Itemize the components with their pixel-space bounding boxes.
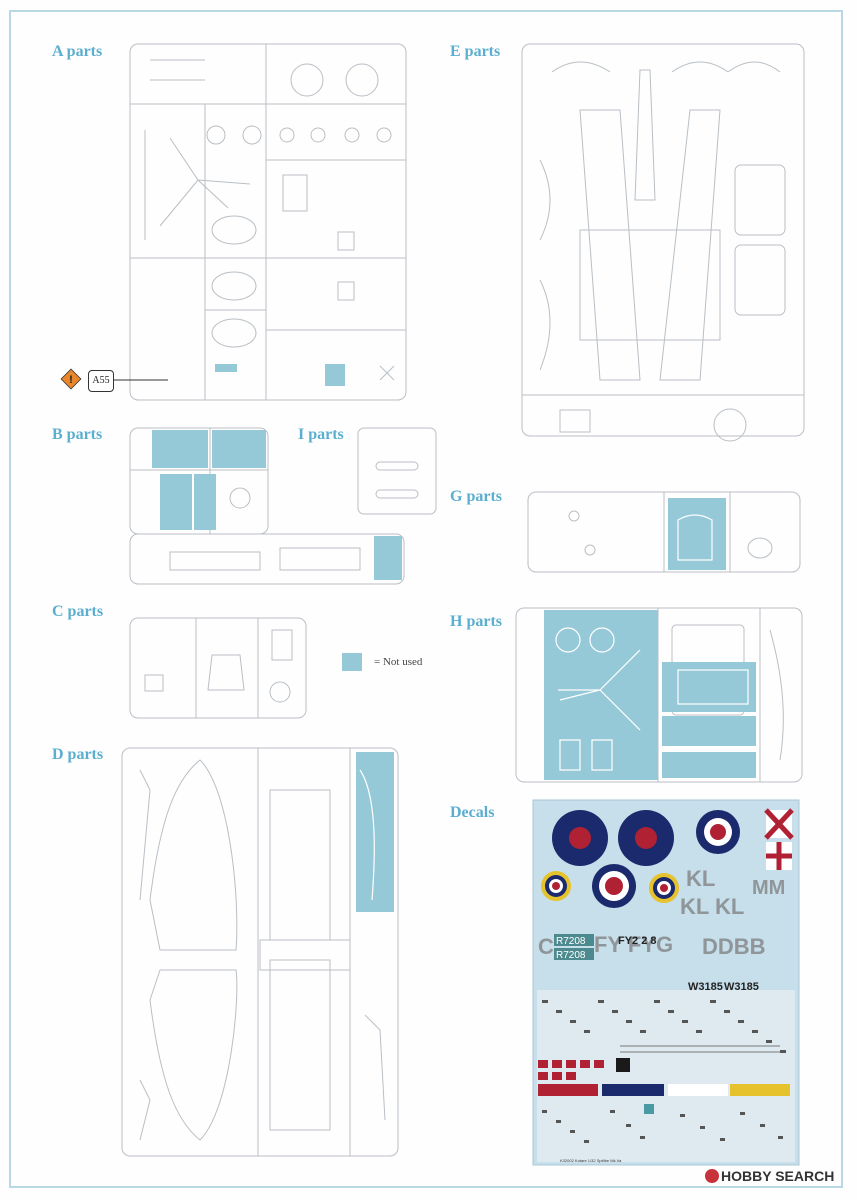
decal-stripe-yellow bbox=[730, 1084, 790, 1096]
decal-stripe-red bbox=[538, 1084, 598, 1096]
watermark: HOBBY SEARCH bbox=[705, 1168, 834, 1184]
heading-decals: Decals bbox=[450, 804, 495, 821]
warning-icon: ! bbox=[60, 368, 82, 390]
decal-code-c: C bbox=[538, 934, 554, 959]
decal-code-klkl: KL KL bbox=[680, 894, 744, 919]
decal-serial-r7208-b: R7208 bbox=[556, 950, 586, 961]
heading-d-parts: D parts bbox=[52, 746, 104, 763]
sprue-i bbox=[357, 427, 437, 515]
roundel-2 bbox=[618, 810, 674, 866]
svg-text:!: ! bbox=[69, 374, 73, 386]
sprue-g bbox=[527, 491, 801, 573]
sprue-d bbox=[121, 747, 399, 1157]
legend-swatch-not-used bbox=[342, 653, 362, 671]
callout-part-a55: A55 bbox=[88, 370, 114, 392]
fin-flash-1 bbox=[764, 808, 794, 840]
watermark-text: HOBBY SEARCH bbox=[721, 1168, 835, 1184]
heading-c-parts: C parts bbox=[52, 603, 104, 620]
decal-serial-r7208-a: R7208 bbox=[556, 936, 586, 947]
roundel-4 bbox=[541, 871, 571, 901]
page-border bbox=[9, 10, 843, 1188]
decal-code-mm: MM bbox=[752, 877, 785, 899]
heading-i-parts: I parts bbox=[298, 426, 344, 443]
heading-g-parts: G parts bbox=[450, 488, 502, 505]
fin-flash-2 bbox=[766, 842, 792, 870]
heading-h-parts: H parts bbox=[450, 613, 502, 630]
legend-label-not-used: = Not used bbox=[374, 656, 423, 668]
heading-b-parts: B parts bbox=[52, 426, 103, 443]
decal-serial-bg-2 bbox=[554, 948, 594, 960]
decal-code-fy: FY FYG bbox=[594, 932, 673, 957]
sprue-a bbox=[129, 43, 407, 401]
decal-stripe-blue bbox=[602, 1084, 664, 1096]
decal-sheet-title: K32002 Kotare 1/32 Spitfire Mk.Va bbox=[560, 1158, 622, 1163]
decal-code-fy2: FY2 2 8 bbox=[618, 935, 657, 947]
roundel-3 bbox=[696, 810, 740, 854]
sprue-c bbox=[129, 617, 307, 719]
decal-stripe-white bbox=[668, 1084, 728, 1096]
decal-serial-w2: W3185 bbox=[724, 981, 759, 993]
roundel-5 bbox=[592, 864, 636, 908]
stencil-marks bbox=[542, 1000, 786, 1143]
heading-a-parts: A parts bbox=[52, 43, 103, 60]
decal-serial-w1: W3185 bbox=[688, 981, 723, 993]
sprue-e bbox=[521, 43, 805, 442]
roundel-6 bbox=[649, 873, 679, 903]
decal-code-ddbb: DDBB bbox=[702, 934, 766, 959]
decal-sheet bbox=[532, 799, 800, 1166]
hobby-search-logo-icon bbox=[705, 1169, 719, 1183]
decal-code-kl: KL bbox=[686, 866, 715, 891]
roundel-1 bbox=[552, 810, 608, 866]
heading-e-parts: E parts bbox=[450, 43, 501, 60]
unused-parts bbox=[152, 364, 756, 912]
decal-serial-bg-1 bbox=[554, 934, 594, 946]
